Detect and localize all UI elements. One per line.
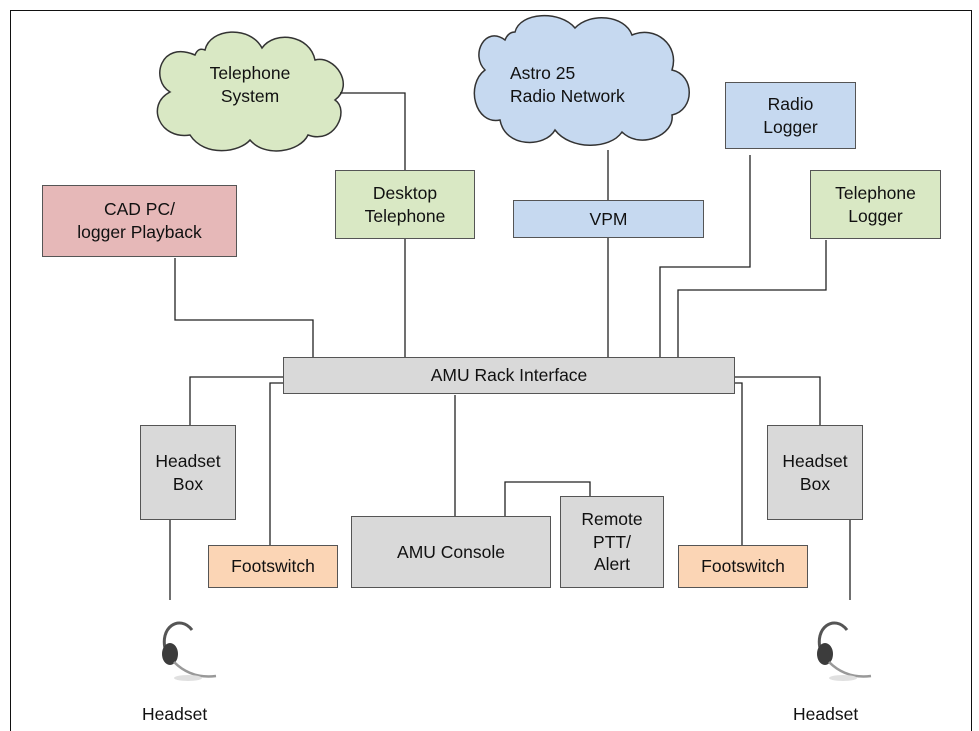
cad-pc-box: CAD PC/ logger Playback (42, 185, 237, 257)
amu-console-box: AMU Console (351, 516, 551, 588)
connector-lines (169, 92, 851, 600)
remote-ptt-alert-box: Remote PTT/ Alert (560, 496, 664, 588)
telephone-logger-box: Telephone Logger (810, 170, 941, 239)
headset-left-label: Headset (142, 704, 208, 724)
headset-box-left: Headset Box (140, 425, 236, 520)
headset-right-label: Headset (793, 704, 859, 724)
diagram-frame (10, 10, 972, 731)
amu-rack-interface-box: AMU Rack Interface (283, 357, 735, 394)
headset-icon (162, 621, 217, 681)
radio-network-label: Astro 25 Radio Network (510, 63, 625, 106)
telephone-system-label: Telephone System (209, 63, 291, 106)
telephone-system-cloud-icon (156, 31, 345, 152)
footswitch-right-box: Footswitch (678, 545, 808, 588)
footswitch-left-box: Footswitch (208, 545, 338, 588)
radio-network-cloud-icon (473, 15, 690, 146)
headset-box-right: Headset Box (767, 425, 863, 520)
radio-logger-box: Radio Logger (725, 82, 856, 149)
desktop-telephone-box: Desktop Telephone (335, 170, 475, 239)
headset-icon (817, 621, 872, 681)
vpm-box: VPM (513, 200, 704, 238)
